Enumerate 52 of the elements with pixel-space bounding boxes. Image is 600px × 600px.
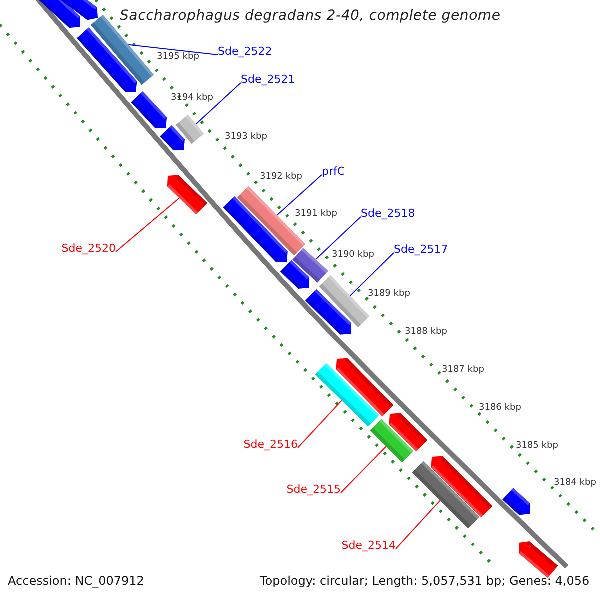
gene-feature (280, 260, 310, 289)
gene-segment (319, 275, 370, 328)
gene-label: prfC (322, 165, 346, 178)
gene-feature (36, 0, 80, 28)
gene-label: Sde_2516 (244, 438, 298, 451)
gene-feature (160, 126, 185, 150)
gene-feature (61, 0, 98, 20)
scale-tick-label: 3184 kbp (554, 478, 596, 488)
gene-feature (131, 92, 168, 128)
scale-tick-label: 3186 kbp (479, 403, 522, 413)
gene-label: Sde_2514 (342, 539, 396, 552)
leader-line (116, 198, 180, 252)
scale-tick-label: 3193 kbp (225, 132, 268, 142)
scale-tick-label: 3189 kbp (368, 289, 410, 299)
gene-feature (502, 488, 530, 516)
footer-text: Accession: NC_007912 (8, 574, 144, 588)
leader-line (350, 252, 394, 296)
scale-tick-label: 3187 kbp (442, 365, 484, 375)
scale-tick-label: 3192 kbp (260, 172, 302, 182)
footer-text: Topology: circular; Length: 5,057,531 bp; Genes: 4,056 (260, 574, 590, 588)
gene-label: Sde_2515 (286, 483, 341, 496)
leader-line (276, 174, 322, 216)
gene-feature (389, 413, 428, 452)
gene-label: Sde_2520 (62, 242, 116, 255)
scale-tick-label: 3185 kbp (516, 441, 558, 451)
gene-segment (412, 461, 480, 529)
leader-line (396, 500, 441, 550)
gene-label: Sde_2522 (218, 45, 272, 58)
gene-segment (176, 114, 204, 144)
gene-feature (167, 175, 208, 215)
gene-label: Sde_2517 (394, 243, 448, 256)
scale-tick-label: 3195 kbp (157, 52, 200, 62)
scale-tick-label: 3188 kbp (405, 327, 448, 337)
leader-line (298, 400, 342, 448)
scale-tick-label: 3190 kbp (332, 250, 374, 260)
gene-feature (431, 456, 493, 518)
gene-segment (315, 363, 380, 427)
gene-label: Sde_2518 (361, 207, 416, 220)
scale-tick-label: 3194 kbp (171, 93, 214, 103)
leader-line (340, 446, 387, 494)
gene-segment (370, 419, 414, 463)
leader-line (315, 216, 362, 260)
leader-line (196, 82, 242, 125)
gene-feature (223, 196, 288, 263)
gene-feature (336, 358, 394, 417)
gene-feature (77, 28, 138, 92)
leader-line (128, 44, 218, 56)
scale-tick-label: 3191 kbp (295, 209, 338, 219)
gene-feature (305, 289, 352, 335)
title: Saccharophagus degradans 2-40, complete genome (120, 8, 501, 24)
gene-label: Sde_2521 (241, 73, 296, 86)
gene-segment (292, 248, 328, 283)
